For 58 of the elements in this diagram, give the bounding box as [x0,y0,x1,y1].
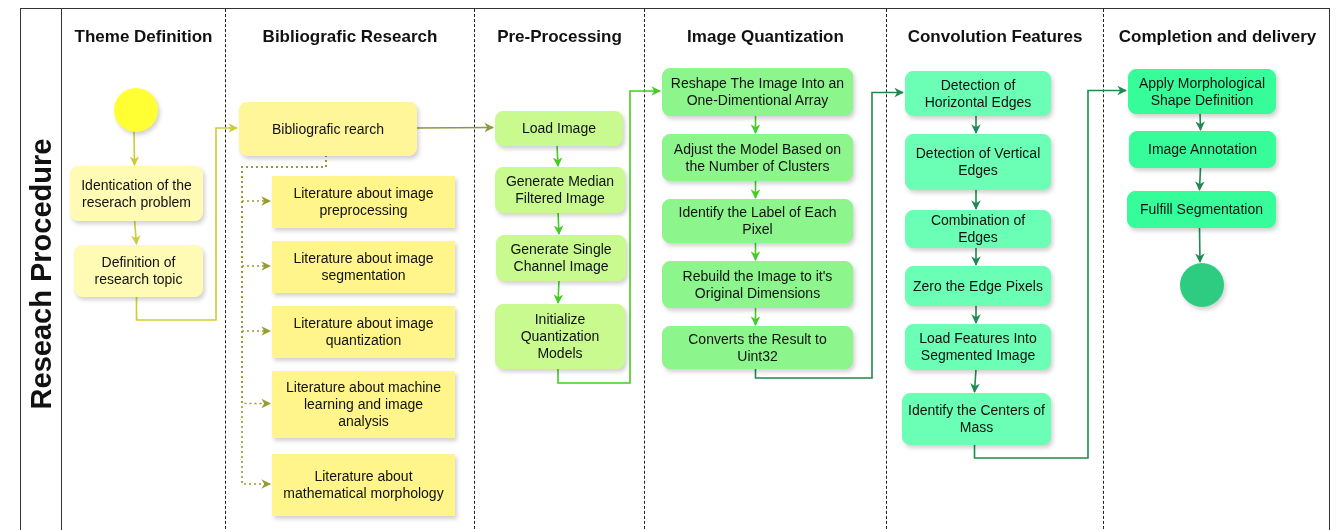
arrow [553,279,564,304]
process-box: Literature about mathematical morphology [272,454,455,516]
process-box: Load Features Into Segmented Image [905,324,1051,370]
lane-heading: Pre-Processing [496,27,623,47]
process-box: Literature about image segmentation [272,241,455,293]
arrow [971,246,981,266]
process-box: Image Annotation [1129,131,1276,168]
arrow [557,86,661,384]
process-box: Definition of research topic [74,245,203,297]
process-box: Adjust the Model Based on the Number of Clusters [662,134,853,181]
process-box: Detection of Vertical Edges [905,134,1051,190]
arrow [129,130,140,166]
lane-heading: Convolution Features [906,27,1084,47]
arrow [1195,166,1205,191]
arrow [750,114,761,134]
process-box: Combination of Edges [905,210,1051,248]
process-box: Generate Single Channel Image [496,235,626,281]
process-box: Identify the Label of Each Pixel [662,199,853,243]
end-node [1180,263,1224,307]
process-box: Identify the Centers of Mass [902,393,1051,445]
process-box: Literature about machine learning and image analysis [272,371,455,438]
arrow [750,179,761,199]
process-box: Generate Median Filtered Image [495,167,625,213]
arrow [971,304,981,324]
process-box: Zero the Edge Pixels [905,266,1051,306]
process-box: Load Image [495,111,623,146]
arrow [970,368,980,393]
process-box: Identication of the reserach problem [70,166,203,221]
arrow [971,188,981,210]
process-box: Detection of Horizontal Edges [905,71,1051,116]
arrow [414,122,494,133]
process-box: Rebuild the Image to it's Original Dimensions [662,261,853,308]
process-box: Bibliografic rearch [239,102,417,156]
process-box: Literature about image quantization [272,306,455,358]
arrow [750,241,761,261]
arrow [754,87,904,379]
lane-heading: Completion and delivery [1117,27,1318,47]
start-node [114,88,158,132]
arrow [750,306,761,326]
process-box: Apply Morphological Shape Definition [1128,69,1276,114]
arrow [553,211,564,235]
arrow [971,114,981,134]
arrow [973,85,1127,459]
process-box: Reshape The Image Into an One-Dimentional Array [662,68,853,116]
process-box: Initialize Quantization Models [495,304,625,369]
process-box: Converts the Result to Uint32 [662,326,853,369]
process-box: Fulfill Segmentation [1127,191,1276,228]
arrow [135,123,238,321]
arrow [131,219,141,245]
lane-heading: Image Quantization [686,27,845,47]
swimlane-pool [20,8,1330,530]
arrow [1195,226,1205,263]
arrow [1195,112,1206,131]
arrow [552,144,563,167]
lane-heading: Bibliografic Research [261,27,439,47]
lane-heading: Theme Definition [73,27,214,47]
pool-title: Reseach Procedure [24,138,58,410]
process-box: Literature about image preprocessing [272,176,455,228]
